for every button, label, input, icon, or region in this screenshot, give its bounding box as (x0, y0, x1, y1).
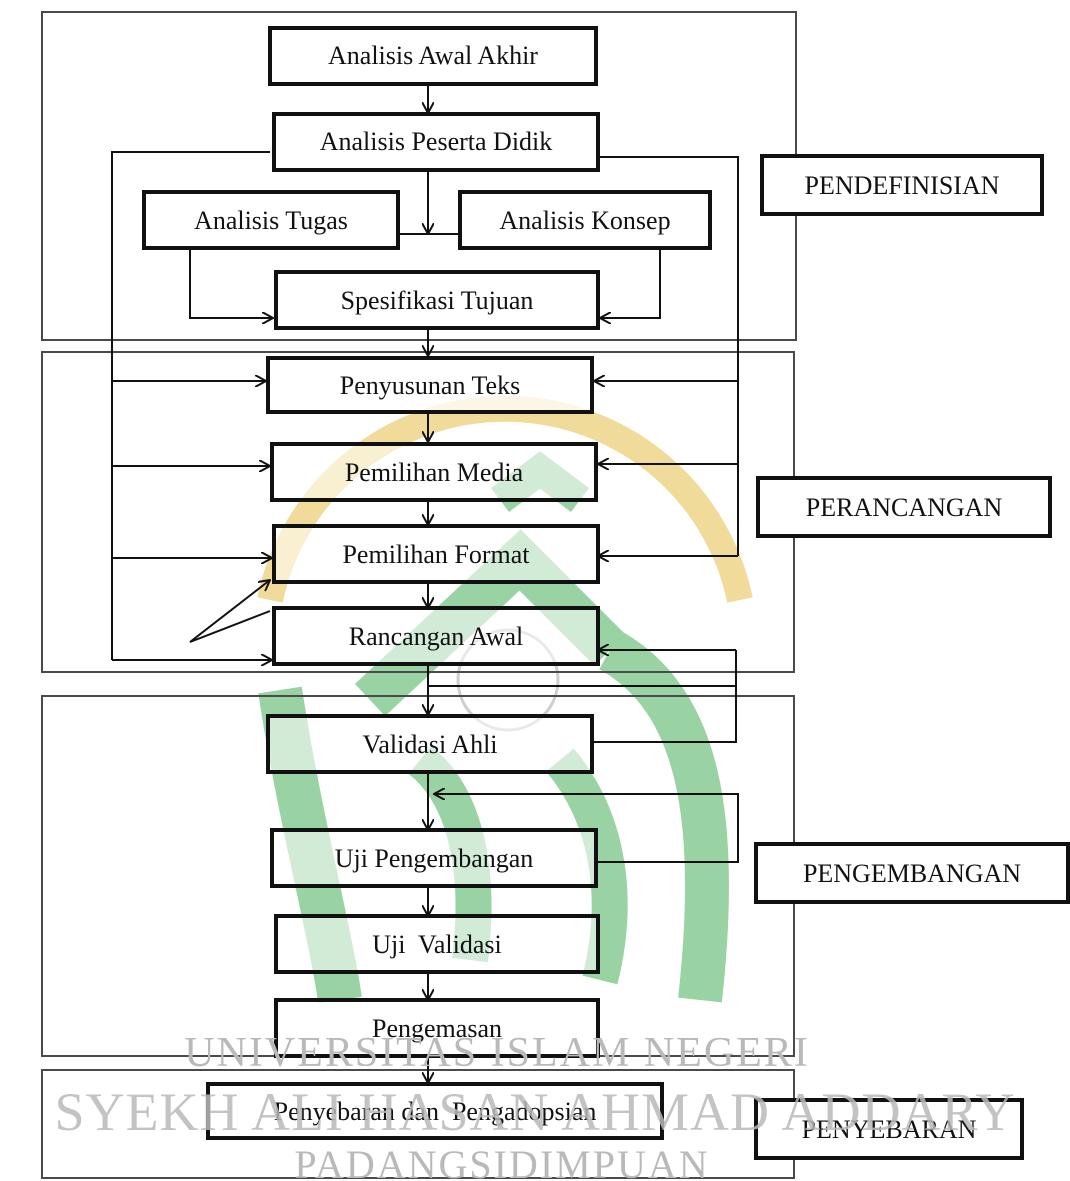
phase-label-pendefinisian: PENDEFINISIAN (760, 154, 1044, 216)
phase-label-perancangan: PERANCANGAN (756, 476, 1052, 538)
phase-labels: PENDEFINISIAN PERANCANGAN PENGEMBANGAN P… (754, 154, 1070, 1160)
line-left-feedback (111, 151, 270, 660)
watermark-line-2: SYEKH ALI HASAN AHMAD ADDARY (54, 1082, 1015, 1142)
step-uji-validasi: Uji Validasi (274, 914, 600, 974)
svg-text:Spesifikasi Tujuan: Spesifikasi Tujuan (341, 286, 534, 315)
watermark-line-3: PADANGSIDIMPUAN (294, 1142, 709, 1181)
connectors (111, 84, 739, 1083)
step-analisis-awal-akhir: Analisis Awal Akhir (268, 26, 598, 86)
svg-text:Analisis Awal Akhir: Analisis Awal Akhir (328, 41, 538, 70)
svg-text:Pemilihan Media: Pemilihan Media (345, 458, 524, 487)
step-penyebaran-pengadopsian: Penyebaran dan Pengadopsian (206, 1082, 664, 1140)
step-spesifikasi-tujuan: Spesifikasi Tujuan (274, 270, 600, 330)
step-analisis-tugas: Analisis Tugas (142, 190, 400, 250)
step-pemilihan-media: Pemilihan Media (270, 442, 598, 502)
arrow-tugas-to-spesifikasi (189, 248, 273, 318)
svg-text:Pengemasan: Pengemasan (372, 1014, 502, 1043)
phase-label-penyebaran: PENYEBARAN (754, 1098, 1024, 1160)
line-right-feedback (598, 156, 739, 556)
svg-text:PENGEMBANGAN: PENGEMBANGAN (803, 859, 1021, 888)
svg-text:Uji Pengembangan: Uji Pengembangan (335, 844, 534, 873)
svg-text:Rancangan Awal: Rancangan Awal (349, 622, 524, 651)
arrow-diagonal-to-format (189, 580, 270, 643)
step-pengemasan: Pengemasan (274, 998, 600, 1058)
svg-text:Analisis Konsep: Analisis Konsep (499, 206, 670, 235)
step-pemilihan-format: Pemilihan Format (272, 524, 600, 584)
step-boxes: Analisis Awal Akhir Analisis Peserta Did… (142, 26, 712, 1140)
step-penyusunan-teks: Penyusunan Teks (266, 356, 594, 414)
loop-validasi-to-rancangan (428, 685, 737, 743)
svg-text:Penyusunan Teks: Penyusunan Teks (340, 371, 520, 400)
watermark-line-1: UNIVERSITAS ISLAM NEGERI (184, 1030, 810, 1076)
svg-text:Penyebaran dan Pengadopsian: Penyebaran dan Pengadopsian (274, 1097, 597, 1126)
svg-text:Analisis Peserta Didik: Analisis Peserta Didik (320, 127, 553, 156)
watermark-text: UNIVERSITAS ISLAM NEGERI SYEKH ALI HASAN… (54, 1030, 1015, 1181)
arrow-konsep-to-spesifikasi (600, 248, 661, 318)
loop-uji-to-validasi (434, 794, 739, 863)
step-analisis-konsep: Analisis Konsep (458, 190, 712, 250)
svg-text:PENYEBARAN: PENYEBARAN (802, 1115, 977, 1144)
step-validasi-ahli: Validasi Ahli (266, 714, 594, 774)
phase-label-pengembangan: PENGEMBANGAN (754, 842, 1070, 904)
svg-text:PENDEFINISIAN: PENDEFINISIAN (805, 171, 1000, 200)
svg-text:PERANCANGAN: PERANCANGAN (806, 493, 1003, 522)
svg-text:Pemilihan Format: Pemilihan Format (342, 540, 530, 569)
svg-text:Analisis Tugas: Analisis Tugas (194, 206, 348, 235)
svg-text:Uji Validasi: Uji Validasi (372, 930, 502, 959)
svg-text:Validasi Ahli: Validasi Ahli (362, 730, 497, 759)
step-rancangan-awal: Rancangan Awal (272, 606, 600, 666)
step-uji-pengembangan: Uji Pengembangan (270, 828, 598, 888)
step-analisis-peserta-didik: Analisis Peserta Didik (272, 112, 600, 172)
